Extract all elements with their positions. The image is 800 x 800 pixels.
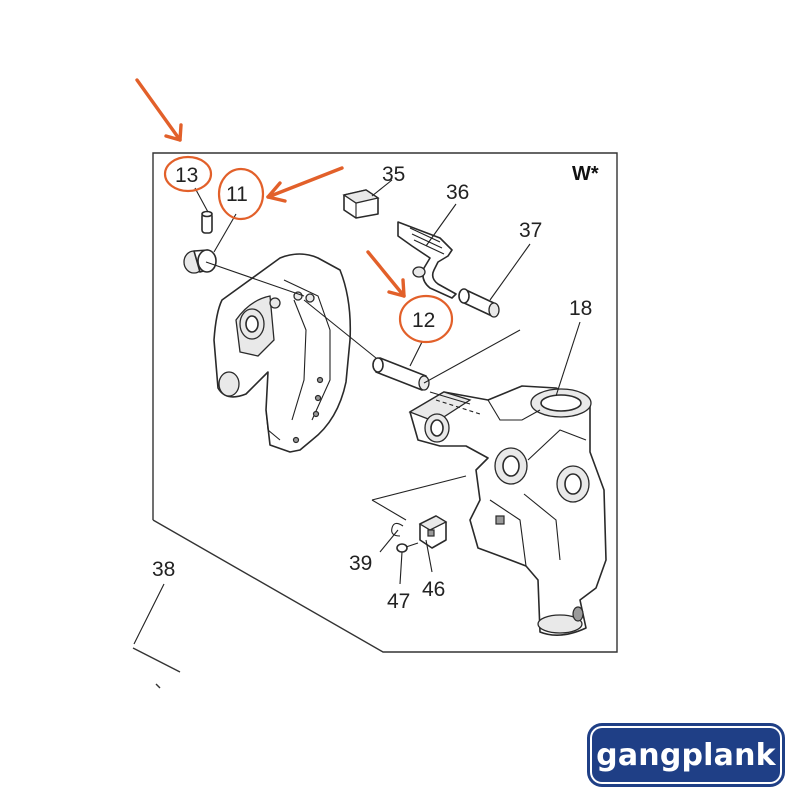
callout-35: 35: [382, 163, 405, 186]
highlight-circle-11: [217, 167, 265, 221]
callout-47: 47: [387, 590, 410, 613]
diagram-frame: [132, 152, 618, 689]
callout-39: 39: [349, 552, 372, 575]
callouts: 13 11 35 36 37 12 18 39 46 47 38: [152, 163, 592, 613]
axis-lines: [205, 261, 521, 521]
part-36-lead: [397, 221, 457, 299]
highlight-arrow-11: [266, 166, 344, 203]
part-47-screw: [396, 542, 419, 553]
part-11-bushing: [183, 249, 217, 274]
part-37-pin: [458, 288, 500, 318]
highlight-circle-13: [163, 155, 213, 193]
highlight-arrow-12: [366, 250, 406, 298]
part-13-pin: [201, 210, 213, 234]
part-35-connector: [342, 189, 380, 219]
corner-mark: W*: [572, 163, 599, 185]
part-12-pin: [372, 357, 430, 391]
callout-12: 12: [412, 309, 435, 332]
highlight-annotations: [135, 78, 454, 344]
part-46-switch: [418, 515, 448, 549]
highlight-arrow-13: [135, 78, 183, 142]
callout-18: 18: [569, 297, 592, 320]
callout-37: 37: [519, 219, 542, 242]
callout-38: 38: [152, 558, 175, 581]
clamp-bracket: [213, 253, 352, 453]
callout-36: 36: [446, 181, 469, 204]
callout-46: 46: [422, 578, 445, 601]
leader-lines: [133, 179, 581, 645]
callout-11: 11: [226, 183, 248, 206]
part-39-clip: [391, 522, 404, 537]
callout-13: 13: [175, 164, 198, 187]
logo-text: gangplank: [596, 737, 776, 773]
highlight-circle-12: [398, 294, 454, 344]
part-18-swivel-bracket: [408, 385, 607, 636]
gangplank-logo: gangplank: [590, 726, 782, 784]
